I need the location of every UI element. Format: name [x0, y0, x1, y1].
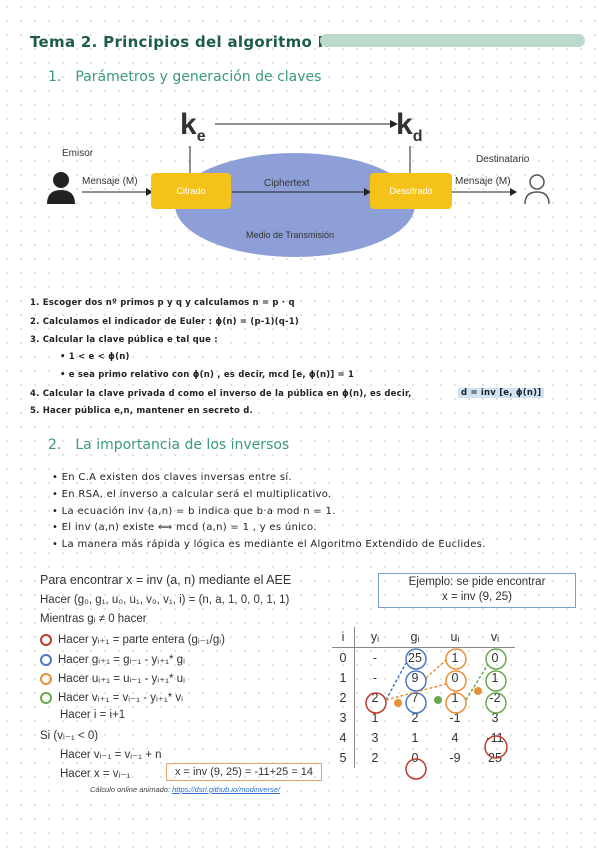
section-2-number: 2.: [48, 437, 62, 453]
section-2-title: La importancia de los inversos: [75, 437, 290, 453]
v-color-marker: [40, 691, 52, 704]
step-1: 1. Escoger dos nº primos p y q y calcula…: [30, 298, 295, 308]
step-2: 2. Calculamos el indicador de Euler : ϕ(…: [30, 317, 299, 327]
step-5: 5. Hacer pública e,n, mantener en secret…: [30, 406, 253, 416]
caption: Cálculo online animado: https://dsri.git…: [90, 785, 280, 794]
section-1-number: 1.: [48, 69, 62, 85]
step-4: 4. Calcular la clave privada d como el i…: [30, 389, 412, 399]
table-header: vᵢ: [475, 627, 515, 648]
caption-link[interactable]: https://dsri.github.io/modinverse/: [172, 785, 281, 794]
bullet-4: • El inv (a,n) existe ⟺ mcd (a,n) = 1 , …: [52, 522, 317, 533]
emisor-arrow-head: [146, 188, 153, 196]
section-1-heading: 1. Parámetros y generación de claves: [48, 69, 321, 85]
table-header: uᵢ: [435, 627, 475, 648]
algo-step-y: Hacer yᵢ₊₁ = parte entera (gᵢ₋₁/gᵢ): [40, 632, 225, 646]
y-color-marker: [40, 633, 52, 646]
algo-step-v: Hacer vᵢ₊₁ = vᵢ₋₁ - yᵢ₊₁* vᵢ: [40, 690, 183, 704]
g-color-marker: [40, 653, 52, 666]
page-title: Tema 2. Principios del algoritmo RSA: [30, 33, 353, 51]
bullet-1: • En C.A existen dos claves inversas ent…: [52, 472, 292, 483]
caption-text: Cálculo online animado:: [90, 785, 173, 794]
section-1-title: Parámetros y generación de claves: [75, 69, 322, 85]
mensaje-right-label: Mensaje (M): [455, 176, 511, 187]
algo-while: Mientras gᵢ ≠ 0 hacer: [40, 613, 147, 625]
step-3-cond-2: • e sea primo relativo con ϕ(n) , es dec…: [60, 370, 355, 380]
dest-arrow-head: [510, 188, 517, 196]
example-box: Ejemplo: se pide encontrar x = inv (9, 2…: [378, 573, 576, 608]
destinatario-label: Destinatario: [476, 154, 530, 165]
u-color-marker: [40, 672, 52, 685]
medio-label: Medio de Transmisión: [246, 230, 335, 240]
algo-heading: Para encontrar x = inv (a, n) mediante e…: [40, 573, 292, 587]
diagram-lines: [47, 120, 550, 257]
algo-result-assign: Hacer x = vᵢ₋₁: [60, 768, 131, 780]
mensaje-left-label: Mensaje (M): [82, 176, 138, 187]
step-3: 3. Calcular la clave pública e tal que :: [30, 335, 218, 345]
algo-then: Hacer vᵢ₋₁ = vᵢ₋₁ + n: [60, 749, 162, 761]
kd-label: kd: [396, 108, 423, 145]
section-2-heading: 2. La importancia de los inversos: [48, 437, 289, 453]
table-header: gᵢ: [395, 627, 435, 648]
algo-inc: Hacer i = i+1: [60, 709, 126, 721]
table-header: yᵢ: [354, 627, 395, 648]
step-3-cond-1: • 1 < e < ϕ(n): [60, 352, 130, 362]
bullet-5: • La manera más rápida y lógica es media…: [52, 539, 486, 550]
bullet-3: • La ecuación inv (a,n) = b indica que b…: [52, 506, 336, 517]
algo-step-g: Hacer gᵢ₊₁ = gᵢ₋₁ - yᵢ₊₁* gᵢ: [40, 652, 185, 666]
destinatario-person-icon: [524, 174, 550, 205]
title-decoration-bar: [320, 34, 585, 47]
ke-label: ke: [180, 108, 206, 145]
cipher-arrow-head: [364, 188, 371, 196]
key-arrow-head: [390, 120, 398, 128]
emisor-person-icon: [47, 172, 75, 204]
result-box: x = inv (9, 25) = -11+25 = 14: [166, 763, 322, 781]
table-header-row: i yᵢ gᵢ uᵢ vᵢ: [332, 627, 515, 648]
descifrado-box: Descifrado: [370, 173, 452, 209]
example-line-2: x = inv (9, 25): [442, 591, 512, 603]
algo-if: Si (vᵢ₋₁ < 0): [40, 730, 99, 742]
transmission-medium-shape: [175, 153, 415, 257]
table-header: i: [332, 627, 355, 648]
example-line-1: Ejemplo: se pide encontrar: [408, 576, 546, 588]
emisor-label: Emisor: [62, 148, 94, 159]
ciphertext-label: Ciphertext: [264, 178, 310, 189]
step-4-formula: d = inv [e, ϕ(n)]: [458, 388, 545, 398]
bullet-2: • En RSA, el inverso a calcular será el …: [52, 489, 332, 500]
cifrado-box: Cifrado: [151, 173, 231, 209]
algo-step-u: Hacer uᵢ₊₁ = uᵢ₋₁ - yᵢ₊₁* uᵢ: [40, 671, 185, 685]
algo-init: Hacer (g₀, g₁, u₀, u₁, v₀, v₁, i) = (n, …: [40, 594, 290, 606]
